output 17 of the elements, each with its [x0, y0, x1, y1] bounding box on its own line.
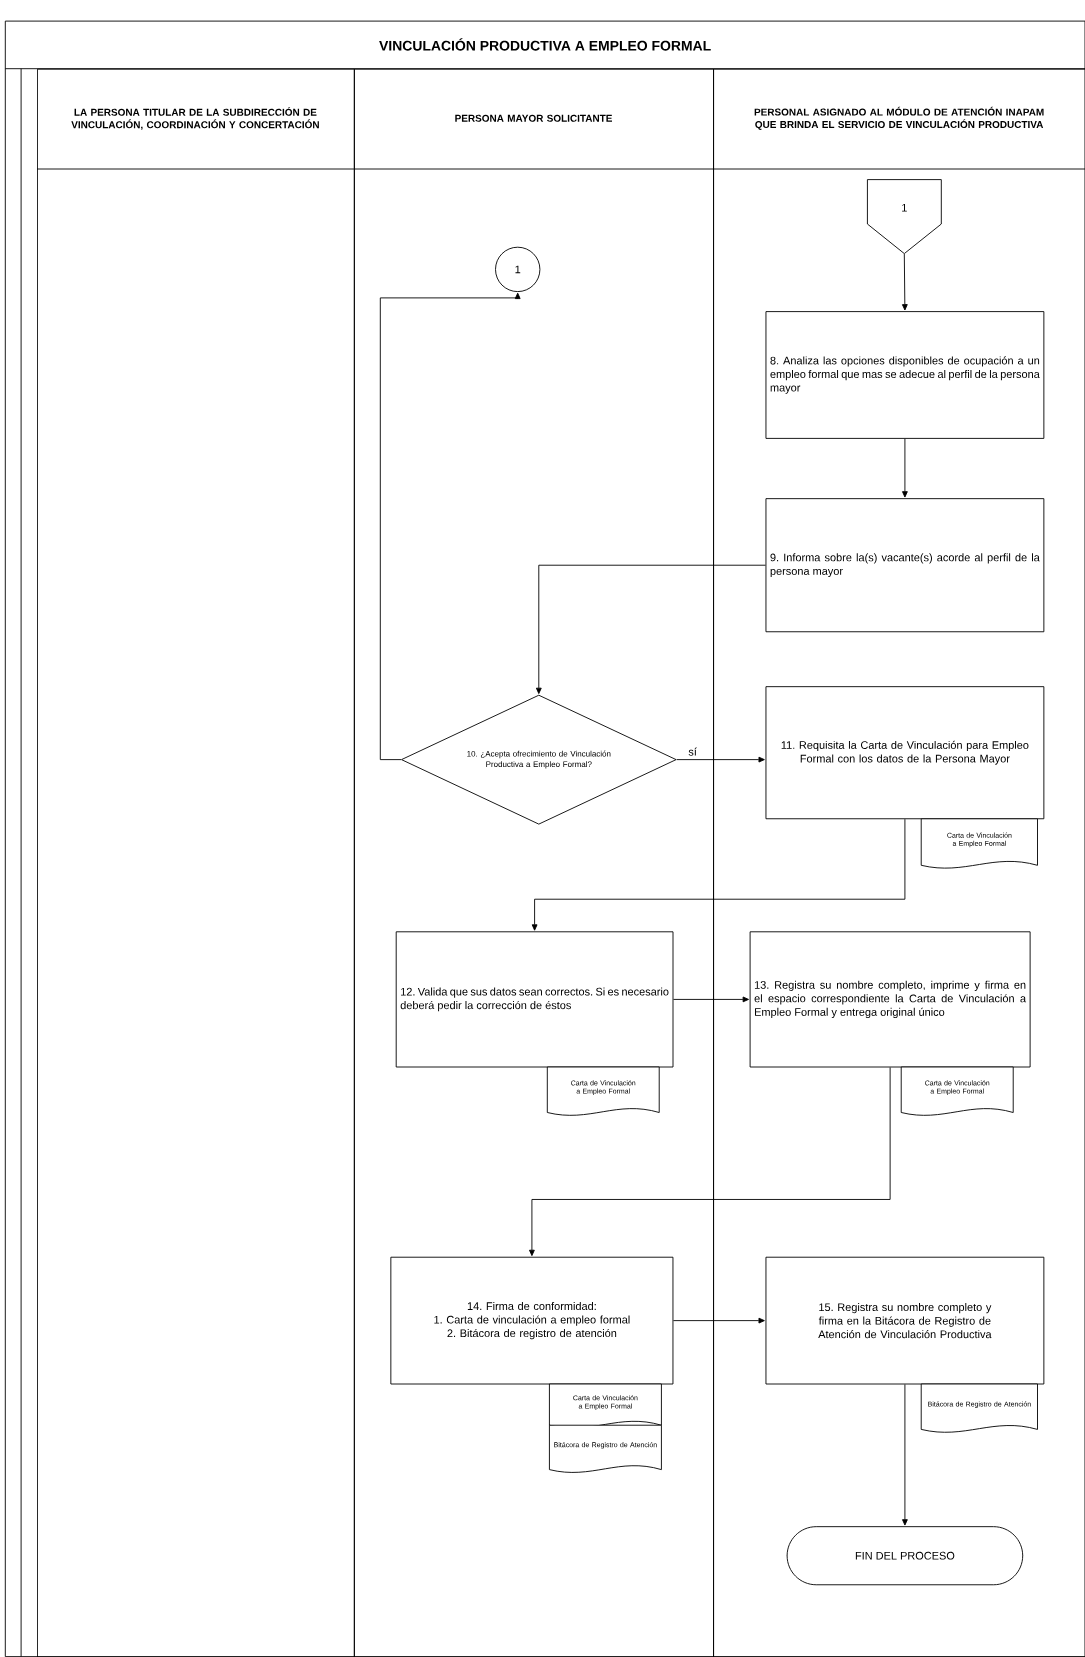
- edge-label: sí: [687, 746, 698, 757]
- process-box: 9. Informa sobre la(s) vacante(s) acorde al perfil de la persona mayor: [765, 498, 1045, 633]
- title: VINCULACIÓN PRODUCTIVA A EMPLEO FORMAL: [379, 38, 711, 51]
- swimlane: LA PERSONA TITULAR DE LA SUBDIRECCIÓN DE VINCULACIÓN, COORDINACIÓN Y CONCERTACIÓN: [36, 68, 355, 1657]
- arrow: [902, 438, 908, 498]
- arrow: [531, 818, 906, 931]
- arrow: [673, 996, 749, 1003]
- arrow: [901, 253, 908, 311]
- arrow: [672, 1317, 765, 1324]
- arrow: [379, 292, 521, 761]
- arrow: [676, 756, 765, 763]
- arrow: [902, 1384, 908, 1526]
- arrow: [535, 564, 766, 695]
- process-box: 8. Analiza las opciones disponibles de ocupación a un empleo formal que mas se adecue al perfil de la persona mayor: [765, 311, 1045, 439]
- arrow: [529, 1067, 891, 1257]
- off-page-connector: 1: [866, 179, 942, 255]
- terminator: FIN DEL PROCESO: [786, 1526, 1024, 1586]
